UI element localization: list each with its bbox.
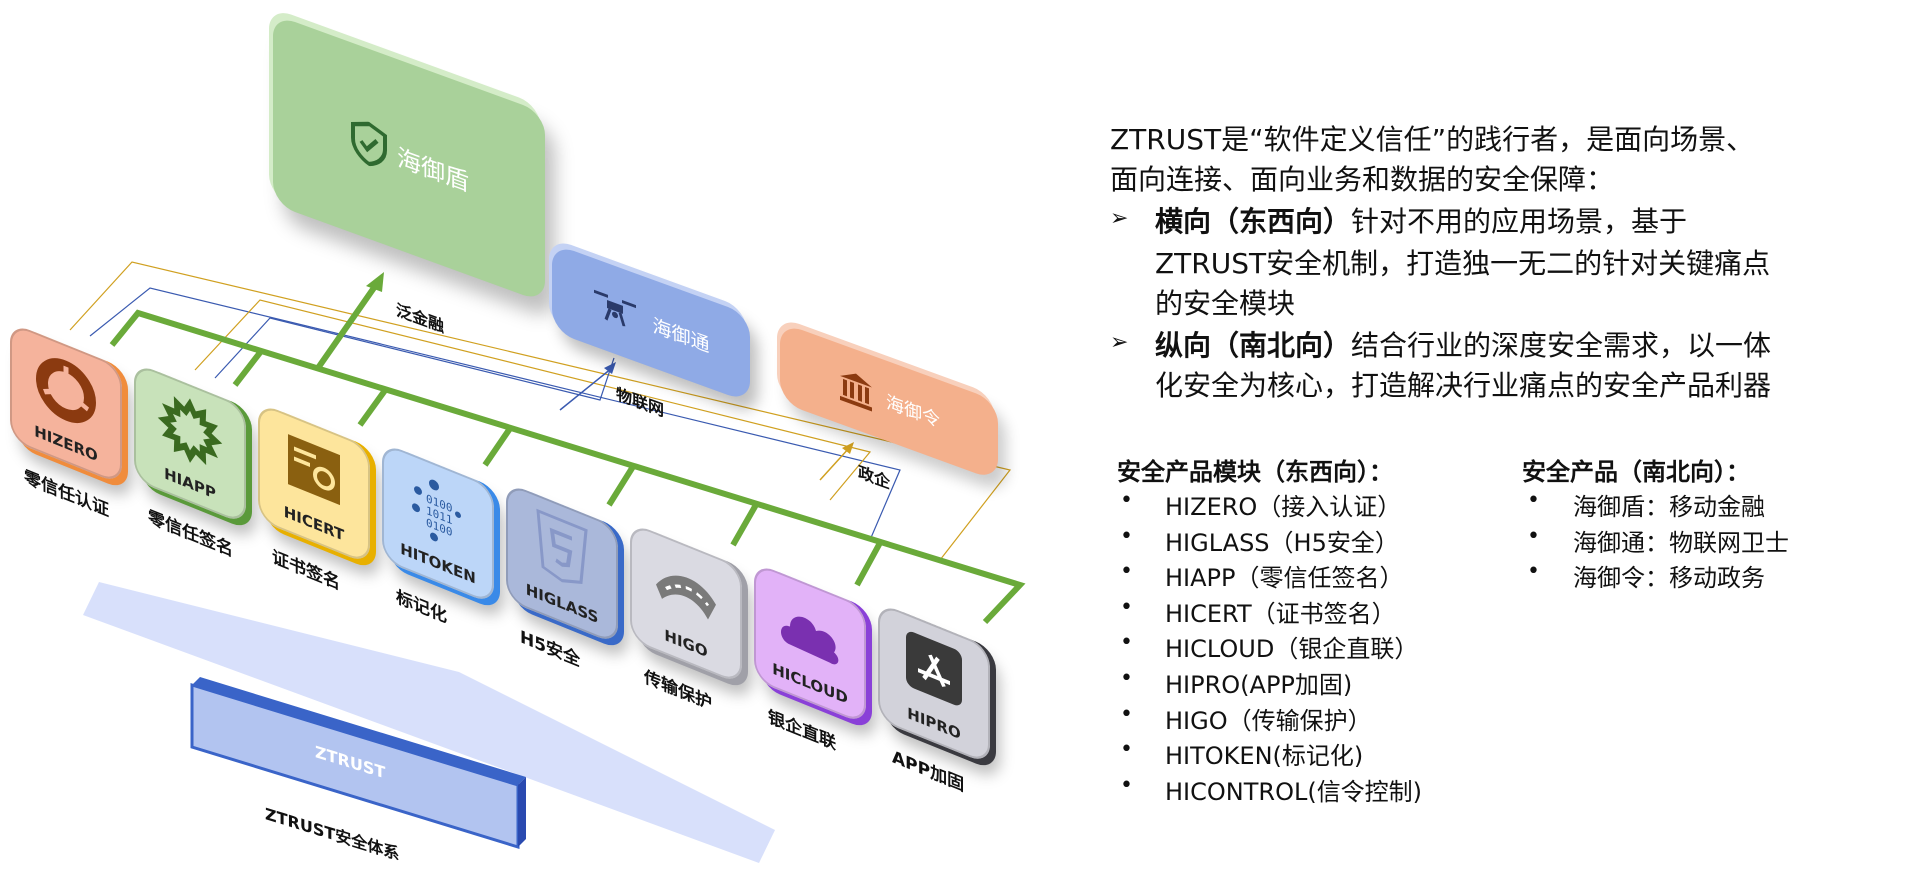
- arrow-bullet-icon: ➢: [1110, 330, 1129, 355]
- module-item: HIGLASS（H5安全）: [1165, 528, 1399, 557]
- bullet-icon: •: [1120, 666, 1133, 691]
- bullet-icon: •: [1120, 488, 1133, 513]
- bullet-icon: •: [1120, 559, 1133, 585]
- tile-hizero: HIZERO: [10, 322, 122, 486]
- tile-hiapp: HIAPP: [134, 362, 246, 526]
- arrow-head-icon: [366, 272, 384, 292]
- point-cont: 化安全为核心，打造解决行业痛点的安全产品利器: [1155, 369, 1772, 402]
- road-icon: [656, 575, 716, 620]
- modules-heading: 安全产品模块（东西向）：: [1117, 458, 1393, 486]
- tile-higlass: HIGLASS: [506, 482, 618, 646]
- module-item: HITOKEN(标记化): [1165, 742, 1364, 771]
- gold-connector-line-2: [194, 299, 872, 501]
- ring-icon: [36, 358, 96, 423]
- module-item: HIAPP（零信任签名）: [1165, 564, 1404, 593]
- point-cont: ZTRUST安全机制，打造独一无二的针对关键痛点: [1155, 247, 1771, 280]
- module-item: HIZERO（接入认证）: [1165, 493, 1402, 521]
- card-title: 海御盾: [397, 142, 469, 197]
- point-text: 针对不用的应用场景，基于: [1351, 205, 1688, 238]
- arrow-bullet-icon: ➢: [1110, 206, 1129, 231]
- badge-icon: [157, 396, 223, 466]
- tile-hicert: HICERT: [258, 402, 370, 566]
- card-haiyuling: 海御令: [780, 322, 998, 482]
- bullet-icon: •: [1120, 701, 1133, 727]
- bullet-icon: •: [1120, 594, 1133, 620]
- module-item: HIPRO(APP加固): [1165, 671, 1353, 699]
- platform-shadow: [83, 582, 775, 863]
- bullet-icon: •: [1120, 737, 1133, 763]
- module-item: HICONTROL(信令控制): [1165, 777, 1423, 806]
- cloud-icon: [781, 616, 839, 665]
- html5-icon: [536, 508, 588, 584]
- bullet-icon: •: [1120, 772, 1133, 798]
- point-text: 结合行业的深度安全需求，以一体: [1351, 329, 1772, 362]
- blue-connector-line-2: [214, 317, 615, 401]
- tile-hicloud: HICLOUD: [754, 562, 866, 726]
- drone-icon: [594, 289, 637, 327]
- green-arrow-fanjinrong: [315, 280, 381, 370]
- bullet-icon: •: [1120, 523, 1133, 549]
- intro-line-2: 面向连接、面向业务和数据的安全保障：: [1110, 163, 1615, 196]
- gold-connector-line: [69, 261, 1012, 561]
- point-cont: 的安全模块: [1155, 287, 1296, 320]
- shield-check-icon: [351, 121, 387, 167]
- products-heading: 安全产品（南北向）：: [1522, 458, 1750, 486]
- module-item: HICERT（证书签名）: [1165, 599, 1396, 628]
- blue-connector-line: [89, 287, 901, 541]
- bullet-icon: •: [1527, 488, 1540, 513]
- product-item: 海御通：物联网卫士: [1573, 528, 1789, 557]
- arrow-head-icon: [604, 362, 616, 374]
- green-bus-line: [109, 309, 1026, 625]
- certificate-icon: [288, 434, 340, 506]
- arrow-head-icon: [842, 442, 854, 454]
- tile-hipro: HIPRO: [878, 602, 990, 766]
- module-item: HIGO（传输保护）: [1165, 706, 1372, 735]
- bank-icon: [840, 373, 872, 412]
- bullet-icon: •: [1527, 523, 1540, 549]
- blue-arrow-iot: [559, 367, 613, 411]
- bullet-icon: •: [1120, 630, 1133, 656]
- intro-line-1: ZTRUST是“软件定义信任”的践行者，是面向场景、: [1110, 123, 1755, 156]
- card-title: 海御令: [886, 391, 940, 433]
- bullet-icon: •: [1527, 559, 1540, 585]
- card-title: 海御通: [652, 314, 710, 357]
- app-store-icon: [906, 631, 962, 706]
- point-title: 纵向（南北向）: [1155, 329, 1352, 362]
- card-haiyudun: 海御盾: [273, 14, 545, 303]
- diagram-lines: [69, 261, 1026, 863]
- product-item: 海御令：移动政务: [1573, 564, 1765, 593]
- point-title: 横向（东西向）: [1155, 205, 1352, 238]
- point-vertical: 纵向（南北向）结合行业的深度安全需求，以一体: [1155, 326, 1771, 366]
- ztrust-base: [190, 677, 526, 850]
- tile-higo: HIGO: [630, 522, 742, 686]
- product-item: 海御盾：移动金融: [1573, 493, 1765, 521]
- point-horizontal: 横向（东西向）针对不用的应用场景，基于: [1155, 202, 1687, 242]
- gold-arrow-gov: [819, 446, 851, 481]
- module-item: HICLOUD（银企直联）: [1165, 635, 1419, 664]
- card-haiyutong: 海御通: [552, 243, 750, 404]
- green-tile-connectors: [232, 348, 884, 587]
